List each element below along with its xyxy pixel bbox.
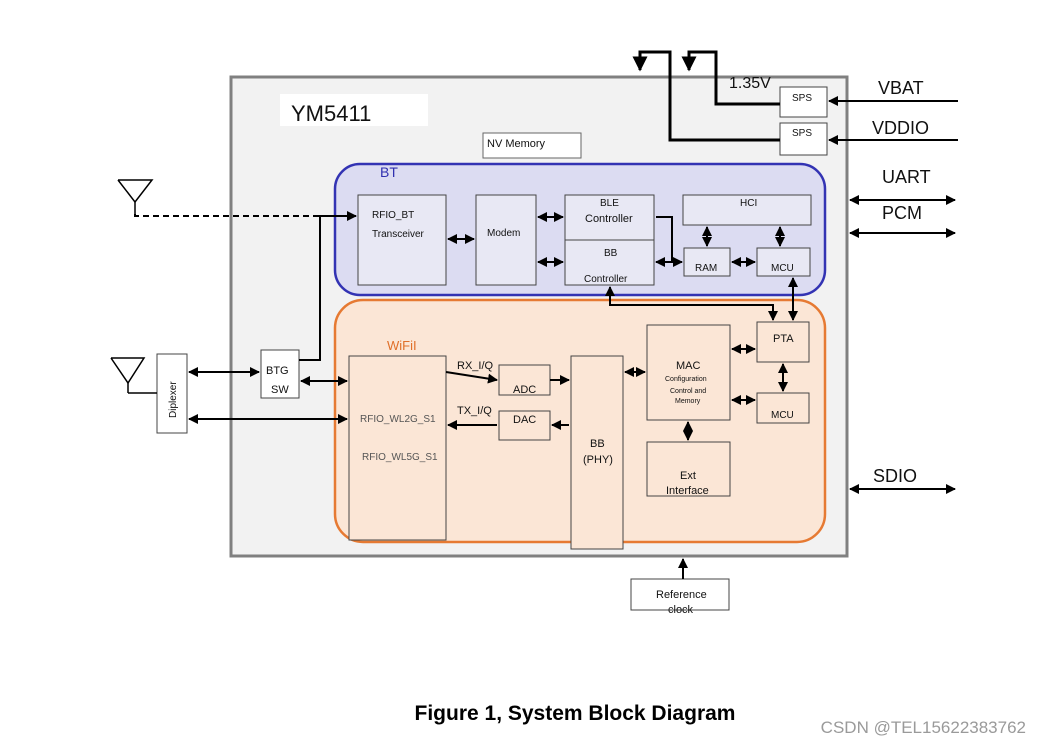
wifi-title: WiFiI	[387, 338, 417, 353]
adc-block	[498, 364, 551, 396]
modem-label: Modem	[487, 228, 520, 239]
system-block-diagram: YM5411 NV Memory SPS SPS 1.35V VBAT VDDI…	[110, 50, 958, 616]
btg-label: BTG	[266, 365, 289, 377]
external-lines	[828, 96, 958, 494]
adc-label: ADC	[513, 384, 536, 396]
wifi-antenna-icon	[110, 357, 157, 394]
chip-name: YM5411	[291, 101, 371, 126]
bb-controller-block	[564, 239, 655, 286]
wifi-mcu-label: MCU	[771, 410, 794, 421]
hci-label: HCI	[740, 198, 757, 209]
ram-block	[683, 247, 731, 277]
btg-switch-block	[260, 349, 300, 399]
voltage-label: 1.35V	[729, 75, 771, 92]
nv-memory-label: NV Memory	[487, 138, 546, 150]
vddio-label: VDDIO	[872, 118, 929, 138]
wifi-rfio-block	[348, 355, 447, 541]
pta-block	[756, 321, 810, 363]
mac-label: MAC	[676, 360, 701, 372]
wifi-phy-label: (PHY)	[583, 454, 613, 466]
ext-label: Ext	[680, 470, 696, 482]
ram-label: RAM	[695, 263, 717, 274]
rfio-wl5g-label: RFIO_WL5G_S1	[362, 452, 438, 463]
pta-label: PTA	[773, 333, 794, 345]
ble-controller-block	[564, 194, 655, 241]
power-rails	[632, 50, 780, 142]
wifi-mcu-block	[756, 392, 810, 424]
pcm-label: PCM	[882, 203, 922, 223]
wifi-bb-phy-block	[570, 355, 624, 550]
chip-name-background	[280, 94, 428, 126]
uart-label: UART	[882, 167, 931, 187]
bt-bb-label: BB	[604, 248, 618, 259]
bt-mcu-block	[756, 247, 811, 277]
watermark: CSDN @TEL15622383762	[820, 718, 1026, 737]
mac-sub-label-3: Memory	[675, 398, 701, 405]
wifi-bb-label: BB	[590, 438, 605, 450]
btg-sw-label: SW	[271, 384, 289, 396]
tx-iq-label: TX_I/Q	[457, 405, 492, 417]
sdio-label: SDIO	[873, 466, 917, 486]
ext-interface-label: Interface	[666, 485, 709, 497]
rx-iq-label: RX_I/Q	[457, 360, 494, 372]
ext-interface-block	[646, 441, 731, 497]
sps-block-1	[779, 86, 828, 118]
dac-block	[498, 410, 551, 441]
figure-caption: Figure 1, System Block Diagram	[414, 702, 736, 725]
bt-title: BT	[380, 164, 398, 180]
ble-controller-label: Controller	[585, 213, 633, 225]
diplexer-label: Diplexer	[168, 381, 179, 418]
reference-label: Reference	[656, 589, 707, 601]
clock-label: clock	[668, 604, 694, 616]
bt-mcu-label: MCU	[771, 263, 794, 274]
modem-block	[475, 194, 537, 286]
vbat-label: VBAT	[878, 78, 924, 98]
mac-block	[646, 324, 731, 421]
sps-block-2	[779, 122, 828, 156]
sps-label-2: SPS	[792, 128, 812, 139]
connection-lines	[134, 211, 798, 579]
dac-label: DAC	[513, 414, 536, 426]
hci-block	[682, 194, 812, 226]
nv-memory-block	[482, 132, 582, 159]
bt-transceiver-label: Transceiver	[372, 229, 425, 240]
bt-antenna-icon	[117, 179, 154, 214]
sps-label-1: SPS	[792, 93, 812, 104]
rfio-wl2g-label: RFIO_WL2G_S1	[360, 414, 436, 425]
bt-rfio-transceiver-block	[357, 194, 447, 286]
reference-clock-block	[630, 578, 730, 611]
bt-bb-controller-label: Controller	[584, 274, 628, 285]
bt-rfio-label: RFIO_BT	[372, 210, 414, 221]
ble-label: BLE	[600, 198, 619, 209]
mac-sub-label-1: Configuration	[665, 376, 707, 383]
mac-sub-label-2: Control and	[670, 388, 706, 395]
